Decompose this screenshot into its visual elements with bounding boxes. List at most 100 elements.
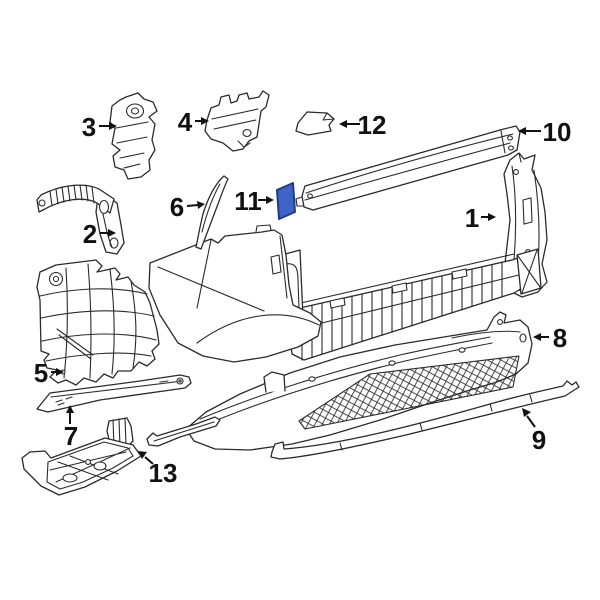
part-8-end-hole [497, 319, 503, 325]
part-7-markings [55, 380, 169, 406]
cover-right-edge [279, 235, 288, 299]
part-8-end-slot [519, 333, 527, 343]
callout-4[interactable]: 4 [178, 107, 209, 137]
callout-6-arrow [186, 204, 199, 207]
part-4-outline [204, 90, 270, 152]
part-9-trim-strip[interactable] [146, 380, 580, 460]
callout-6-label[interactable]: 6 [170, 192, 184, 222]
callout-12-arrowhead [339, 120, 347, 128]
part-4-lines [211, 108, 259, 130]
cover-crease [157, 266, 265, 312]
cover-wheel-arch [196, 314, 320, 344]
part-7-end-hole-center [178, 379, 182, 383]
callout-10[interactable]: 10 [518, 117, 571, 147]
part-8-lip-line2 [204, 342, 493, 426]
callout-8-arrowhead [533, 333, 541, 341]
part-8-lip-line [199, 336, 491, 420]
part-10-hole2 [508, 145, 514, 151]
cover-crease2 [196, 239, 212, 309]
callout-9-arrow [526, 415, 536, 428]
callout-10-label[interactable]: 10 [543, 117, 572, 147]
part-13-hole [85, 459, 91, 465]
bumper-cover[interactable] [148, 224, 322, 363]
callout-1-label[interactable]: 1 [465, 203, 479, 233]
callout-1[interactable]: 1 [465, 203, 496, 233]
callout-2[interactable]: 2 [83, 219, 116, 249]
part-1-slot [522, 197, 533, 225]
callout-13-arrow [144, 456, 154, 465]
callout-3-arrowhead [109, 122, 117, 130]
part-12-notch [322, 112, 335, 121]
part-2-arm-ribs [49, 184, 95, 207]
absorber-tab [329, 297, 346, 309]
callout-12[interactable]: 12 [339, 110, 386, 140]
callout-5-arrowhead [56, 368, 64, 376]
callout-11-label[interactable]: 11 [234, 186, 262, 216]
absorber-brace-diagonals [517, 249, 541, 294]
cover-top-tab [255, 224, 272, 233]
callout-9-arrowhead [522, 408, 531, 417]
callout-2-label[interactable]: 2 [83, 219, 97, 249]
part-8-top-line [451, 330, 521, 339]
callout-1-arrowhead [488, 213, 496, 221]
callout-7[interactable]: 7 [64, 405, 78, 451]
part-2-bracket[interactable] [36, 184, 125, 255]
part-10-facet-line2 [304, 142, 511, 201]
absorber-upper-flange [291, 253, 515, 306]
part-13-tray[interactable] [21, 417, 142, 496]
part-4-hole [242, 128, 252, 138]
callout-13-label[interactable]: 13 [149, 458, 178, 488]
part-1-notch [518, 152, 522, 163]
callout-12-label[interactable]: 12 [358, 110, 387, 140]
callout-7-label[interactable]: 7 [64, 421, 78, 451]
callout-9-label[interactable]: 9 [532, 425, 546, 455]
absorber-tab3 [451, 268, 468, 280]
part-7-reflector-strip[interactable] [36, 374, 192, 413]
part-5-grid-vertical [63, 263, 137, 379]
callout-5-label[interactable]: 5 [34, 358, 48, 388]
callout-13-arrowhead [138, 451, 147, 459]
part-7-inner-line [50, 380, 184, 398]
part-10-outline [301, 125, 521, 211]
part-5-grommet-center [52, 275, 60, 283]
part-3-bracket[interactable] [109, 92, 158, 180]
part-13-pad2 [93, 461, 107, 471]
part-10-impact-bar[interactable] [295, 125, 521, 211]
absorber-midline [292, 274, 520, 331]
part-13-inner-rim [46, 441, 134, 490]
callout-11[interactable]: 11 [234, 186, 274, 216]
part-9-ticks [339, 394, 533, 451]
callout-8[interactable]: 8 [533, 323, 567, 353]
part-10-facet-line [305, 133, 514, 194]
callout-11-arrowhead [266, 196, 274, 204]
part-9-left-segment-line [153, 421, 215, 442]
callout-13[interactable]: 13 [138, 451, 177, 488]
callout-6[interactable]: 6 [170, 192, 205, 222]
part-2-big-hole [98, 199, 110, 215]
part-5-rib [56, 328, 94, 360]
callout-9[interactable]: 9 [522, 408, 546, 455]
part-10-hole [507, 135, 513, 141]
part-6-trim[interactable] [195, 175, 229, 250]
part-6-inner-curve [201, 183, 221, 233]
part-8-lower-valance[interactable] [185, 311, 533, 451]
callout-2-arrowhead [108, 229, 116, 237]
part-8-sensor-hole [308, 376, 316, 382]
callout-5[interactable]: 5 [34, 358, 64, 388]
callout-3[interactable]: 3 [82, 112, 117, 142]
part-4-bracket[interactable] [204, 90, 270, 152]
part-11-shape [276, 182, 296, 220]
part-2-end-hole [38, 199, 46, 207]
cover-slot [270, 254, 282, 275]
part-12-pad[interactable] [295, 111, 335, 136]
part-3-ribs [115, 121, 149, 169]
callout-4-label[interactable]: 4 [178, 107, 193, 137]
part-13-pad [62, 473, 78, 483]
part-8-sensor-hole2 [388, 360, 396, 366]
part-8-sensor-hole3 [458, 347, 466, 353]
callout-3-label[interactable]: 3 [82, 112, 96, 142]
callout-8-label[interactable]: 8 [553, 323, 567, 353]
part-11-highlighted-pad[interactable] [276, 182, 296, 220]
part-8-mesh-grille [298, 355, 520, 430]
part-5-grid-horizontal [39, 288, 157, 362]
